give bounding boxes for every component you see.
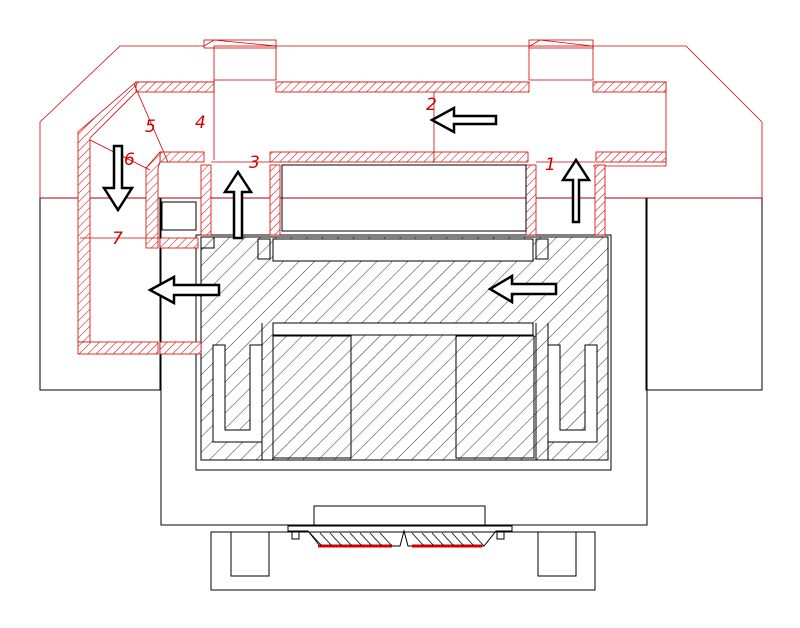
duct-wall-mid-left	[159, 151, 205, 163]
duct-wall-top-mid	[275, 81, 530, 93]
core-body	[200, 236, 609, 461]
duct-wall-mid-right	[595, 151, 667, 163]
air-duct-system	[39, 39, 763, 355]
top-plate	[313, 505, 486, 527]
label-1: 1	[545, 155, 556, 175]
right-housing	[645, 197, 763, 391]
left-arrow	[429, 105, 498, 135]
left-block	[272, 335, 352, 459]
duct-wall-bottom-left	[77, 341, 159, 355]
left-arrow	[487, 273, 558, 305]
label-2: 2	[426, 95, 437, 115]
machine-structure	[39, 197, 763, 591]
left-u-channel	[212, 344, 263, 443]
duct-outer-envelope	[39, 39, 763, 198]
bottom-connector	[287, 525, 513, 547]
label-5: 5	[145, 117, 156, 137]
label-3: 3	[249, 153, 260, 173]
duct-wall-v1	[200, 164, 212, 236]
label-4: 4	[195, 113, 206, 133]
up-arrow	[222, 169, 254, 240]
duct-wall-v3	[525, 164, 537, 236]
label-7: 7	[112, 229, 123, 249]
duct-wall-v2	[269, 164, 281, 236]
left-housing	[39, 197, 161, 391]
section-labels: 1 2 3 4 5 6 7	[112, 95, 556, 249]
duct-wall-corner-outer	[77, 81, 137, 343]
flow-arrows	[101, 105, 592, 306]
bolt-right	[496, 531, 505, 540]
bolt-left	[291, 531, 300, 540]
duct-wall-mid-center	[269, 151, 529, 163]
base-foot-left	[230, 531, 270, 577]
right-u-channel	[547, 344, 598, 443]
top-cavity	[272, 238, 534, 262]
left-arrow	[147, 274, 221, 306]
base	[210, 531, 596, 591]
down-arrow	[101, 144, 135, 213]
base-foot-right	[537, 531, 577, 577]
duct-wall-corner-inner	[145, 150, 161, 249]
label-6: 6	[124, 150, 135, 170]
duct-wall-top-left	[135, 81, 215, 93]
duct-wall-v4	[594, 164, 606, 236]
mid-band	[272, 322, 534, 336]
up-arrow	[560, 157, 592, 224]
duct-wall-bottom-right	[159, 341, 202, 355]
duct-wall-top-right	[592, 81, 667, 93]
right-block	[455, 335, 535, 459]
